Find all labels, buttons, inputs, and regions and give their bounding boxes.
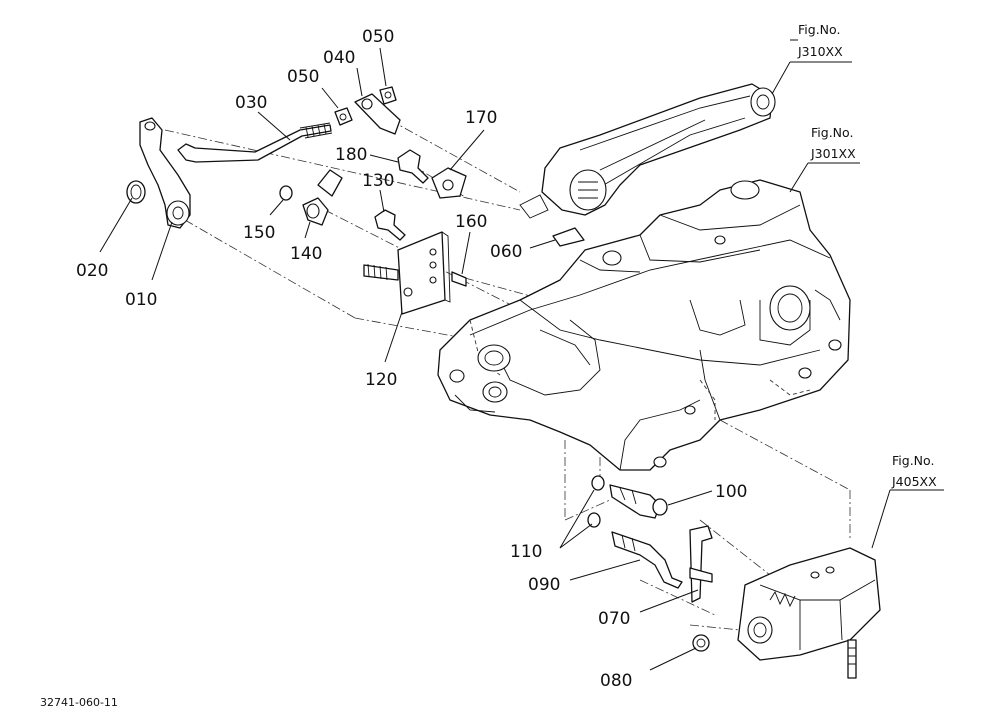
- part-080-ring: [692, 634, 710, 652]
- hydraulic-housing: [437, 179, 851, 471]
- callout-110: 110: [510, 542, 542, 562]
- callout-020: 020: [76, 261, 108, 281]
- callout-180: 180: [335, 145, 367, 165]
- figure-references: Fig.No. J310XX Fig.No. J301XX Fig.No. J4…: [797, 22, 937, 489]
- part-010-lever: [139, 117, 191, 229]
- part-060-pin: [552, 227, 585, 247]
- callout-130: 130: [362, 171, 394, 191]
- fig-ref-2-prefix: Fig.No.: [811, 125, 853, 140]
- part-110-o-rings: [587, 475, 605, 528]
- control-valve-assembly: [737, 547, 881, 679]
- leader-lines: [99, 39, 944, 671]
- callout-050-top: 050: [362, 27, 394, 47]
- part-100-valve: [609, 484, 668, 519]
- callout-140: 140: [290, 244, 322, 264]
- callout-labels: 010 020 030 040 050 050 060 070 080 090 …: [76, 27, 747, 691]
- part-090-lever-shaft: [611, 531, 683, 589]
- callout-010: 010: [125, 290, 157, 310]
- callout-030: 030: [235, 93, 267, 113]
- part-180-bolt: [397, 149, 429, 184]
- part-170-plate: [431, 167, 467, 199]
- part-130-bolt: [374, 209, 406, 241]
- part-040-050-joint: [334, 86, 401, 135]
- callout-040: 040: [323, 48, 355, 68]
- callout-050-left: 050: [287, 67, 319, 87]
- callout-100: 100: [715, 482, 747, 502]
- fig-ref-3-code: J405XX: [891, 474, 937, 489]
- callout-090: 090: [528, 575, 560, 595]
- fig-ref-1-prefix: Fig.No.: [798, 22, 840, 37]
- callout-150: 150: [243, 223, 275, 243]
- lift-arm: [519, 83, 776, 219]
- callout-120: 120: [365, 370, 397, 390]
- part-020-snap-ring: [126, 180, 146, 204]
- part-030-rod: [177, 122, 333, 163]
- fig-ref-1-code: J310XX: [797, 44, 843, 59]
- callout-060: 060: [490, 242, 522, 262]
- drawing-number: 32741-060-11: [40, 696, 118, 709]
- fig-ref-3-prefix: Fig.No.: [892, 453, 934, 468]
- callout-160: 160: [455, 212, 487, 232]
- callout-080: 080: [600, 671, 632, 691]
- callout-070: 070: [598, 609, 630, 629]
- part-120-plate: [363, 231, 451, 315]
- fig-ref-2-code: J301XX: [810, 146, 856, 161]
- part-140-150-spacer: [279, 169, 343, 226]
- part-160-pin: [451, 271, 467, 287]
- part-070-bracket: [689, 525, 713, 603]
- callout-170: 170: [465, 108, 497, 128]
